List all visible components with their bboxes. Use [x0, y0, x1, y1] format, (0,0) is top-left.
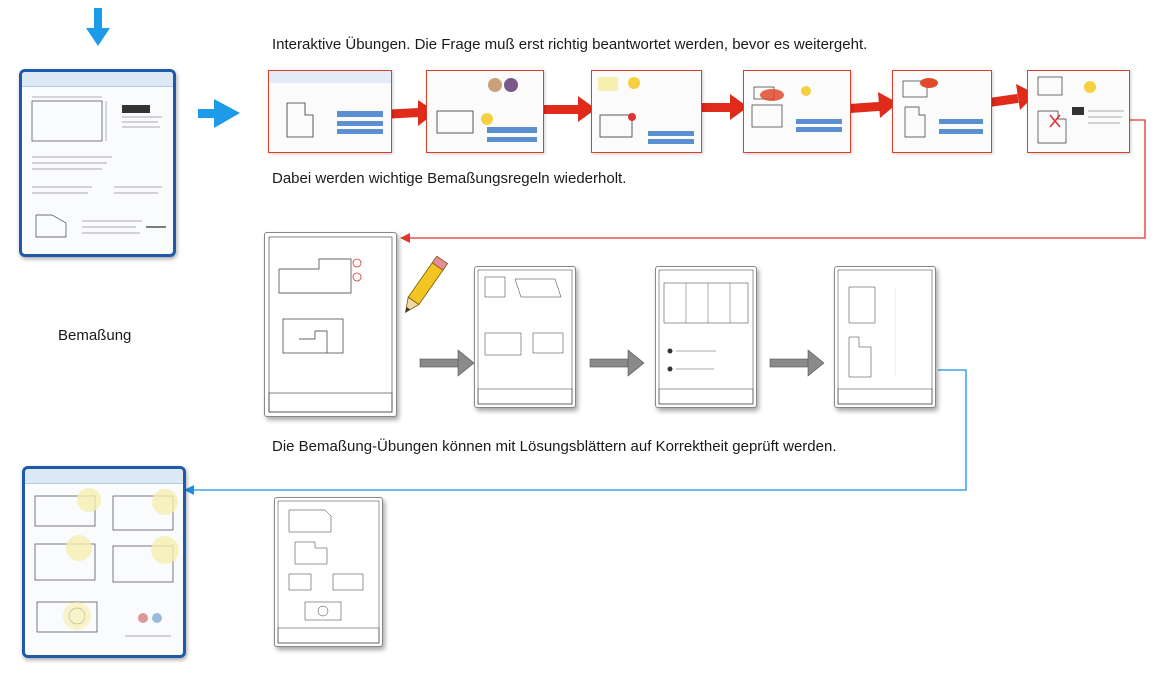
worksheet-3[interactable] — [655, 266, 757, 408]
worksheet-2-content — [477, 269, 573, 405]
slide-1-content — [269, 71, 391, 138]
slide-4-content — [751, 86, 842, 132]
red-arrow-2 — [540, 96, 596, 122]
slide-5[interactable] — [892, 70, 992, 153]
right-arrow-icon — [198, 99, 240, 128]
worksheet-4-content — [837, 269, 933, 405]
solution-sheet-content — [277, 500, 380, 644]
slide-6[interactable] — [1027, 70, 1130, 153]
slide-3[interactable] — [591, 70, 702, 153]
slide-4[interactable] — [743, 70, 851, 153]
worksheet-1-content — [268, 236, 393, 413]
caption-rules: Dabei werden wichtige Bemaßungsregeln wi… — [272, 170, 627, 187]
down-arrow-icon — [86, 8, 110, 46]
caption-dimensioning: Bemaßung — [58, 327, 132, 344]
red-connector-arrowhead — [400, 233, 410, 243]
tablet-header — [22, 72, 173, 87]
gray-arrow-1 — [419, 349, 475, 377]
tablet-header-2 — [25, 469, 183, 484]
tablet-sonderfaelle[interactable] — [22, 466, 186, 658]
gray-arrow-2 — [589, 349, 645, 377]
slide-5-content — [902, 78, 983, 138]
solution-sheet[interactable] — [274, 497, 383, 647]
red-connector-line — [402, 119, 1146, 239]
tablet-content — [31, 96, 166, 238]
slide-1[interactable] — [268, 70, 392, 153]
caption-interactive: Interaktive Übungen. Die Frage muß erst … — [272, 36, 868, 53]
slide-3-content — [598, 77, 694, 144]
slide-2[interactable] — [426, 70, 544, 153]
gray-arrow-3 — [769, 349, 825, 377]
slide-6-content — [1037, 76, 1124, 144]
red-arrow-3 — [700, 94, 748, 120]
tablet-content-2 — [34, 488, 179, 637]
slide-2-content — [436, 78, 537, 142]
pencil-icon — [404, 255, 449, 314]
blue-connector-arrowhead — [184, 485, 194, 495]
blue-connector-line — [188, 369, 967, 491]
tablet-bemassung[interactable] — [19, 69, 176, 257]
worksheet-1[interactable] — [264, 232, 397, 417]
worksheet-2[interactable] — [474, 266, 576, 408]
worksheet-3-content — [658, 269, 754, 405]
worksheet-4[interactable] — [834, 266, 936, 408]
red-arrow-4 — [845, 92, 898, 118]
caption-solutions: Die Bemaßung-Übungen können mit Lösungsb… — [272, 438, 837, 455]
